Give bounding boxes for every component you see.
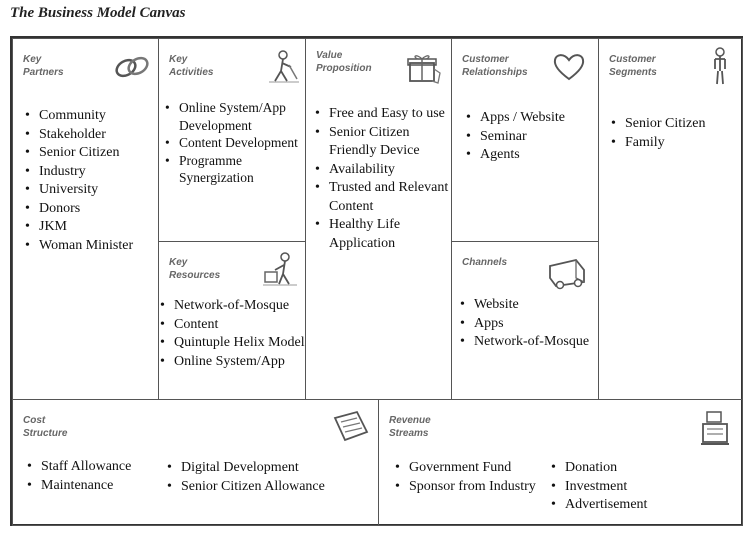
gift-icon [407,55,441,84]
list-item: Woman Minister [25,237,157,256]
revenue-streams-block: Revenue Streams Government Fund Sponsor … [378,399,743,526]
key-activities-block: Key Activities Online System/App Develop… [158,38,306,242]
key-partners-block: Key Partners Community Stakeholder Senio… [12,38,159,400]
cost-structure-block: Cost Structure Staff Allowance Maintenan… [12,399,379,526]
list-item: Network-of-Mosque [160,297,306,316]
heart-icon [553,54,585,81]
business-model-canvas: Key Partners Community Stakeholder Senio… [10,36,743,526]
list-item: Network-of-Mosque [460,333,598,352]
cost-structure-list-left: Staff Allowance Maintenance [27,458,167,495]
list-item: Staff Allowance [27,458,167,477]
key-resources-heading: Key Resources [169,257,221,281]
list-item: Senior Citizen [25,144,157,163]
list-item: Free and Easy to use [315,105,451,124]
list-item: Senior Citizen Friendly Device [315,124,451,161]
key-activities-list: Online System/App Development Content De… [165,99,305,187]
list-item: University [25,181,157,200]
revenue-streams-heading: Revenue Streams [389,415,431,439]
key-resources-list: Network-of-Mosque Content Quintuple Heli… [160,297,306,371]
list-item: Online System/App [160,353,306,372]
list-item: Senior Citizen Allowance [167,478,337,497]
channels-heading: Channels [462,257,508,268]
list-item: Content [160,316,306,335]
customer-segments-heading: Customer Segments [609,54,657,78]
list-item: Trusted and Relevant Content [315,179,451,216]
person-icon [714,47,726,85]
key-resources-block: Key Resources Network-of-Mosque Content … [158,241,306,400]
factory-worker-icon [263,252,297,286]
worker-icon [269,50,299,83]
list-item: Content Development [165,134,305,152]
channels-block: Channels Website Apps Network-of-Mosque [451,241,599,400]
list-item: Donors [25,200,157,219]
revenue-streams-list-right: Donation Investment Advertisement [551,459,691,515]
price-tag-icon [333,410,369,442]
value-proposition-list: Free and Easy to use Senior Citizen Frie… [315,105,451,253]
list-item: Family [611,134,741,153]
list-item: Apps / Website [466,109,598,128]
list-item: Healthy Life Application [315,216,451,253]
value-proposition-heading: Value Proposition [316,50,372,74]
delivery-truck-icon [549,258,585,290]
cost-structure-list-right: Digital Development Senior Citizen Allow… [167,459,337,496]
list-item: Industry [25,163,157,182]
canvas-title: The Business Model Canvas [10,5,186,21]
list-item: Availability [315,161,451,180]
customer-relationships-block: Customer Relationships Apps / Website Se… [451,38,599,242]
list-item: Seminar [466,128,598,147]
list-item: Advertisement [551,496,691,515]
channels-list: Website Apps Network-of-Mosque [460,296,598,352]
key-partners-heading: Key Partners [23,54,64,78]
key-activities-heading: Key Activities [169,54,214,78]
list-item: Digital Development [167,459,337,478]
list-item: Agents [466,146,598,165]
revenue-streams-list-left: Government Fund Sponsor from Industry [395,459,545,496]
list-item: JKM [25,218,157,237]
cash-register-icon [701,411,729,445]
list-item: Government Fund [395,459,545,478]
chain-link-icon [115,56,149,78]
list-item: Programme Synergization [165,152,305,187]
list-item: Apps [460,315,598,334]
list-item: Stakeholder [25,126,157,145]
key-partners-list: Community Stakeholder Senior Citizen Ind… [25,107,157,255]
customer-segments-block: Customer Segments Senior Citizen Family [598,38,743,400]
list-item: Donation [551,459,691,478]
cost-structure-heading: Cost Structure [23,415,68,439]
customer-relationships-heading: Customer Relationships [462,54,528,78]
list-item: Online System/App Development [165,99,305,134]
customer-relationships-list: Apps / Website Seminar Agents [466,109,598,165]
list-item: Maintenance [27,477,167,496]
list-item: Website [460,296,598,315]
list-item: Sponsor from Industry [395,478,545,497]
customer-segments-list: Senior Citizen Family [611,115,741,152]
list-item: Quintuple Helix Model [160,334,306,353]
list-item: Senior Citizen [611,115,741,134]
value-proposition-block: Value Proposition Free and Easy to use S… [305,38,452,400]
list-item: Community [25,107,157,126]
list-item: Investment [551,478,691,497]
